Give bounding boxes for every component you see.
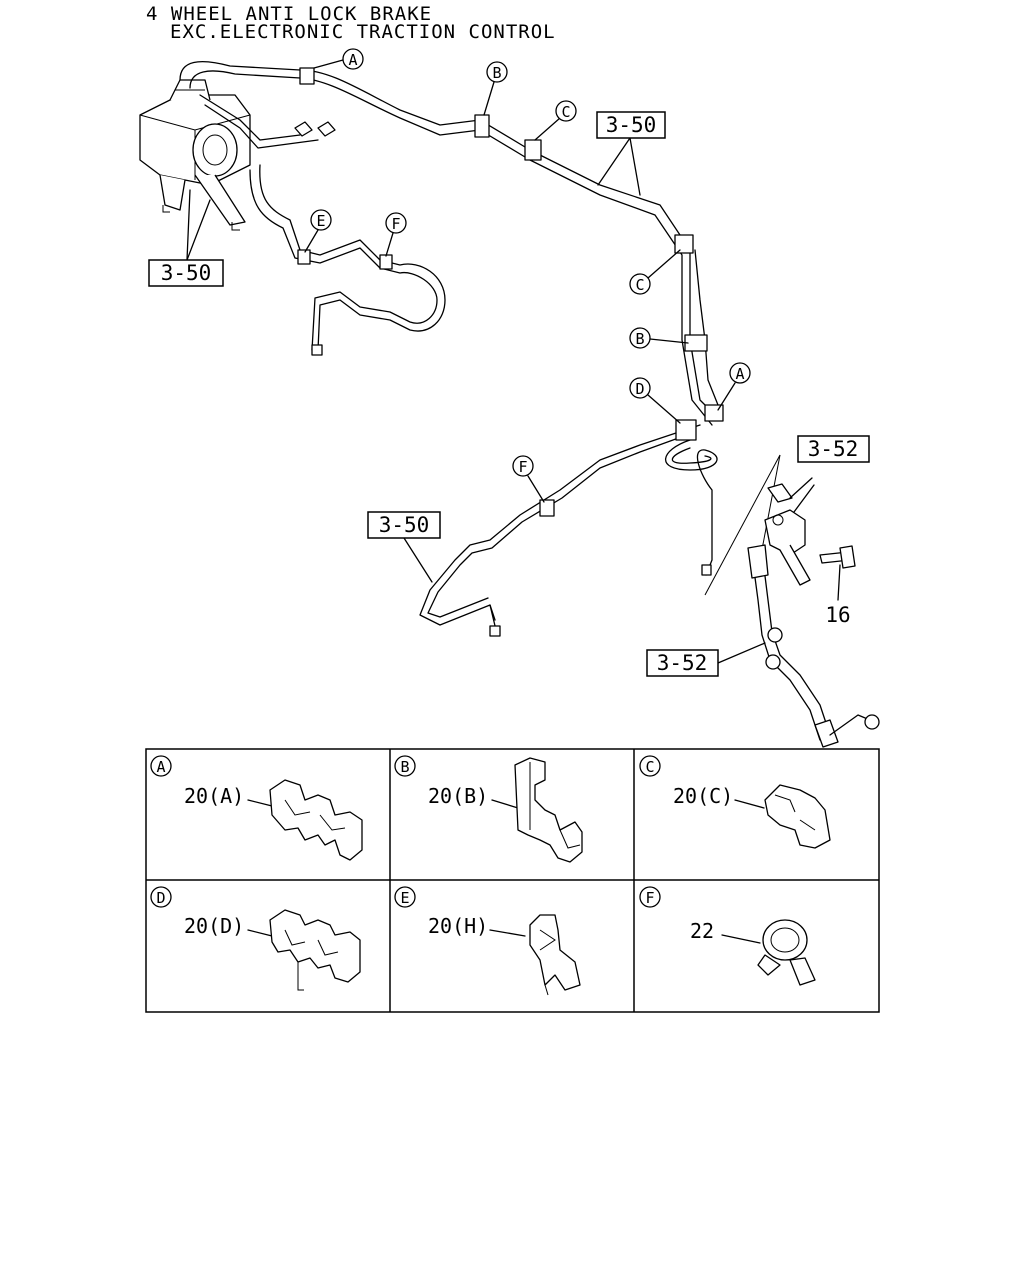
callout-d: D bbox=[629, 377, 681, 424]
part-16-label: 16 bbox=[825, 603, 850, 627]
callout-c-upper: C bbox=[534, 100, 577, 141]
ref-box-3-52-lower: 3-52 bbox=[646, 642, 766, 677]
detail-cell-f-label: 22 bbox=[690, 919, 714, 943]
detail-cell-b: B 20(B) bbox=[394, 755, 583, 863]
part-16-bolt-callout: 16 bbox=[825, 564, 851, 627]
detail-cell-d-label: 20(D) bbox=[184, 914, 244, 938]
rear-hose-assembly bbox=[704, 454, 880, 748]
callout-a-upper: A bbox=[313, 48, 364, 70]
detail-cell-e-label: 20(H) bbox=[428, 914, 488, 938]
ref-box-3-50-top-right: 3-50 bbox=[596, 111, 666, 196]
ref-box-3-50-left: 3-50 bbox=[148, 259, 224, 287]
detail-cell-e: E 20(H) bbox=[394, 886, 581, 996]
ref-3-50-left: 3-50 bbox=[161, 261, 212, 285]
detail-cell-d-letter: D bbox=[156, 889, 165, 907]
detail-cell-e-letter: E bbox=[400, 889, 409, 907]
callout-a-upper-letter: A bbox=[348, 51, 357, 69]
callout-a-lower: A bbox=[717, 362, 751, 411]
detail-cell-f-letter: F bbox=[645, 889, 654, 907]
title-line-1: 4 WHEEL ANTI LOCK BRAKE bbox=[146, 3, 432, 25]
detail-cell-a: A 20(A) bbox=[150, 755, 363, 861]
callout-b-lower-letter: B bbox=[635, 330, 644, 348]
callout-f-upper-letter: F bbox=[391, 215, 400, 233]
ref-3-52-lower: 3-52 bbox=[657, 651, 708, 675]
detail-cell-c: C 20(C) bbox=[639, 755, 831, 849]
pipe-clips bbox=[297, 67, 724, 517]
clip-detail-table bbox=[145, 748, 880, 1013]
abs-hydraulic-unit bbox=[139, 79, 251, 231]
detail-cell-d: D 20(D) bbox=[150, 886, 361, 991]
pipe-unions bbox=[294, 121, 336, 137]
callout-e-letter: E bbox=[316, 212, 325, 230]
brake-pipes bbox=[179, 60, 721, 637]
ref-3-50-top-right: 3-50 bbox=[606, 113, 657, 137]
detail-cell-b-letter: B bbox=[400, 758, 409, 776]
ref-3-52-upper: 3-52 bbox=[808, 437, 859, 461]
callout-f-lower: F bbox=[512, 455, 545, 503]
ref-box-3-52-upper: 3-52 bbox=[797, 435, 870, 463]
detail-cell-a-letter: A bbox=[156, 758, 165, 776]
detail-cell-c-label: 20(C) bbox=[673, 784, 733, 808]
ref-3-50-bottom: 3-50 bbox=[379, 513, 430, 537]
ref-box-3-50-bottom: 3-50 bbox=[367, 511, 441, 583]
detail-cell-a-label: 20(A) bbox=[184, 784, 244, 808]
title-line-2: EXC.ELECTRONIC TRACTION CONTROL bbox=[170, 21, 556, 43]
callout-c-lower: C bbox=[629, 249, 681, 295]
callout-c-upper-letter: C bbox=[561, 103, 570, 121]
callout-a-lower-letter: A bbox=[735, 365, 744, 383]
callout-e: E bbox=[304, 209, 332, 253]
callout-c-lower-letter: C bbox=[635, 276, 644, 294]
detail-cell-f: F 22 bbox=[639, 886, 816, 986]
callout-b-upper: B bbox=[483, 61, 508, 116]
callout-d-letter: D bbox=[635, 380, 644, 398]
detail-cell-b-label: 20(B) bbox=[428, 784, 488, 808]
callout-b-upper-letter: B bbox=[492, 64, 501, 82]
callout-f-upper: F bbox=[385, 212, 407, 257]
detail-cell-c-letter: C bbox=[645, 758, 654, 776]
callout-b-lower: B bbox=[629, 327, 689, 349]
callout-f-lower-letter: F bbox=[518, 458, 527, 476]
